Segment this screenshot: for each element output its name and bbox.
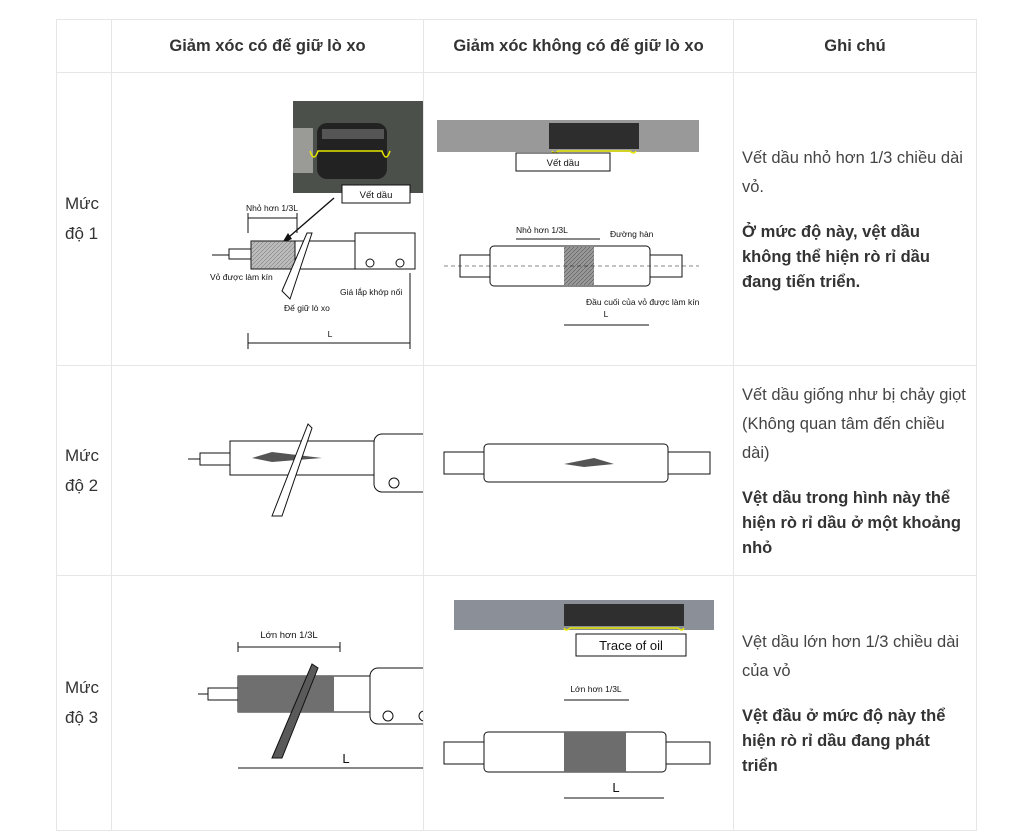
- figure-without-seat-level-1: Vết dầu Nhỏ hơn 1/3L Đường hàn Đầu cuối …: [423, 72, 734, 366]
- header-note: Ghi chú: [733, 19, 977, 73]
- note-bold-text: Vệt đầu ở mức độ này thể hiện rò rỉ dầu …: [742, 706, 946, 775]
- table-row-level-1: Mức độ 1 Vết dầu: [56, 72, 977, 366]
- oil-trace-photo: [454, 600, 714, 631]
- note-cell: Vết dầu giống như bị chảy giọt (Không qu…: [733, 365, 977, 576]
- note-bold-text: Vệt dầu trong hình này thể hiện rò rỉ dầ…: [742, 488, 961, 557]
- note-text: Vệt dầu lớn hơn 1/3 chiều dài của vỏ: [742, 632, 960, 680]
- level-label: Mức độ 1: [56, 72, 112, 366]
- weld-label: Đường hàn: [610, 229, 654, 239]
- note-bold-text: Ở mức độ này, vệt dầu không thể hiện rò …: [742, 222, 930, 291]
- header-without-seat: Giảm xóc không có đế giữ lò xo: [423, 19, 734, 73]
- more-than-label: Lớn hơn 1/3L: [570, 684, 622, 694]
- photo-label: Trace of oil: [599, 638, 663, 653]
- length-label: L: [612, 780, 619, 795]
- header-with-seat: Giảm xóc có đế giữ lò xo: [111, 19, 424, 73]
- length-label: L: [342, 751, 349, 766]
- note-text: Vết dầu nhỏ hơn 1/3 chiều dài vỏ.: [742, 148, 963, 196]
- spring-seat-label: Đế giữ lò xo: [284, 303, 330, 313]
- photo-label: Vết dầu: [547, 158, 580, 169]
- length-label: L: [328, 329, 333, 339]
- note-text: Vết dầu giống như bị chảy giọt (Không qu…: [742, 385, 966, 462]
- table-row-level-2: Mức độ 2 Vết dầu giống như bị chả: [56, 365, 977, 576]
- note-cell: Vệt dầu lớn hơn 1/3 chiều dài của vỏ Vệt…: [733, 575, 977, 831]
- length-label: L: [604, 309, 609, 319]
- bracket-label: Giá lắp khớp nối: [340, 287, 402, 297]
- less-than-label: Nhỏ hơn 1/3L: [516, 225, 568, 235]
- table-row-level-3: Mức độ 3 Lớn hơn 1/3L L: [56, 575, 977, 831]
- photo-label: Vết dầu: [360, 190, 393, 201]
- figure-with-seat-level-1: Vết dầu Nhỏ hơn 1/3L Vỏ được làm kín: [111, 72, 424, 366]
- less-than-label: Nhỏ hơn 1/3L: [246, 203, 298, 213]
- sealed-shell-label: Vỏ được làm kín: [210, 272, 273, 282]
- header-row: Giảm xóc có đế giữ lò xo Giảm xóc không …: [56, 19, 977, 73]
- sealed-end-label: Đầu cuối của vỏ được làm kín: [586, 297, 700, 307]
- figure-with-seat-level-3: Lớn hơn 1/3L L: [111, 575, 424, 831]
- level-label: Mức độ 3: [56, 575, 112, 831]
- figure-without-seat-level-3: Trace of oil Lớn hơn 1/3L L: [423, 575, 734, 831]
- level-label: Mức độ 2: [56, 365, 112, 576]
- comparison-table: Giảm xóc có đế giữ lò xo Giảm xóc không …: [56, 19, 977, 831]
- more-than-label: Lớn hơn 1/3L: [260, 630, 317, 641]
- figure-without-seat-level-2: [423, 365, 734, 576]
- corner-cell: [56, 19, 112, 73]
- oil-trace-photo: [437, 120, 699, 154]
- oil-trace-photo: [293, 101, 423, 193]
- figure-with-seat-level-2: [111, 365, 424, 576]
- note-cell: Vết dầu nhỏ hơn 1/3 chiều dài vỏ. Ở mức …: [733, 72, 977, 366]
